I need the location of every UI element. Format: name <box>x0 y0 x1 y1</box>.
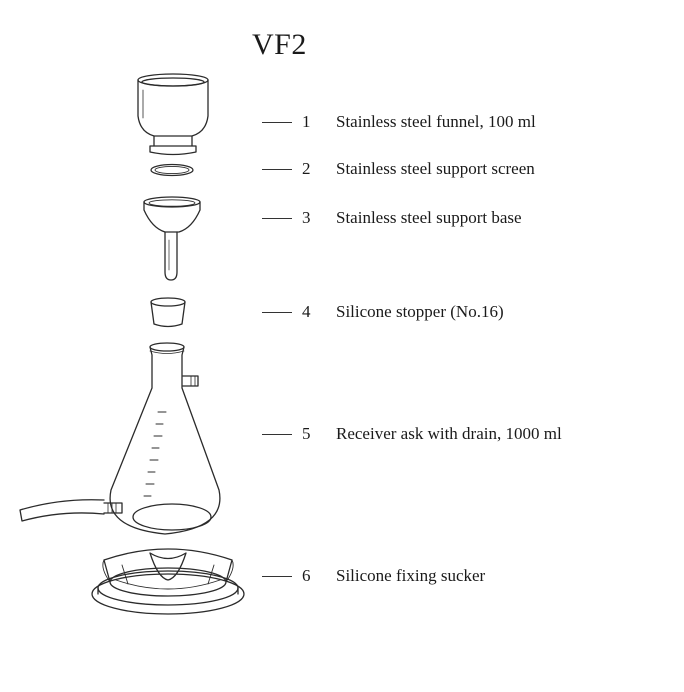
leader-line <box>262 121 292 123</box>
part-label: Silicone stopper (No.16) <box>336 302 504 321</box>
part-label: Stainless steel support screen <box>336 159 535 178</box>
part-label: Stainless steel funnel, 100 ml <box>336 112 536 131</box>
part-row-1: 1 Stainless steel funnel, 100 ml <box>262 110 536 134</box>
part-label: Silicone fixing sucker <box>336 566 486 585</box>
leader-line <box>262 311 292 313</box>
fixing-sucker-drawing <box>92 549 244 614</box>
part-number: 6 <box>302 566 311 585</box>
part-number: 3 <box>302 208 311 227</box>
part-number: 2 <box>302 159 311 178</box>
leader-line <box>262 217 292 219</box>
leader-line <box>262 575 292 577</box>
stopper-drawing <box>151 298 185 327</box>
funnel-drawing <box>138 74 208 155</box>
receiver-flask-drawing <box>20 343 220 534</box>
diagram-title: VF2 <box>252 28 307 61</box>
part-label: Stainless steel support base <box>336 208 522 227</box>
leader-line <box>262 433 292 435</box>
support-screen-drawing <box>151 165 193 176</box>
part-number: 5 <box>302 424 311 443</box>
part-row-6: 6 Silicone fixing sucker <box>262 564 485 588</box>
part-number: 1 <box>302 112 311 131</box>
support-base-drawing <box>144 197 200 280</box>
part-row-5: 5 Receiver ask with drain, 1000 ml <box>262 422 562 446</box>
part-row-2: 2 Stainless steel support screen <box>262 157 535 181</box>
part-label: Receiver ask with drain, 1000 ml <box>336 424 562 443</box>
part-row-4: 4 Silicone stopper (No.16) <box>262 300 504 324</box>
part-row-3: 3 Stainless steel support base <box>262 206 522 230</box>
part-number: 4 <box>302 302 311 321</box>
leader-line <box>262 168 292 170</box>
